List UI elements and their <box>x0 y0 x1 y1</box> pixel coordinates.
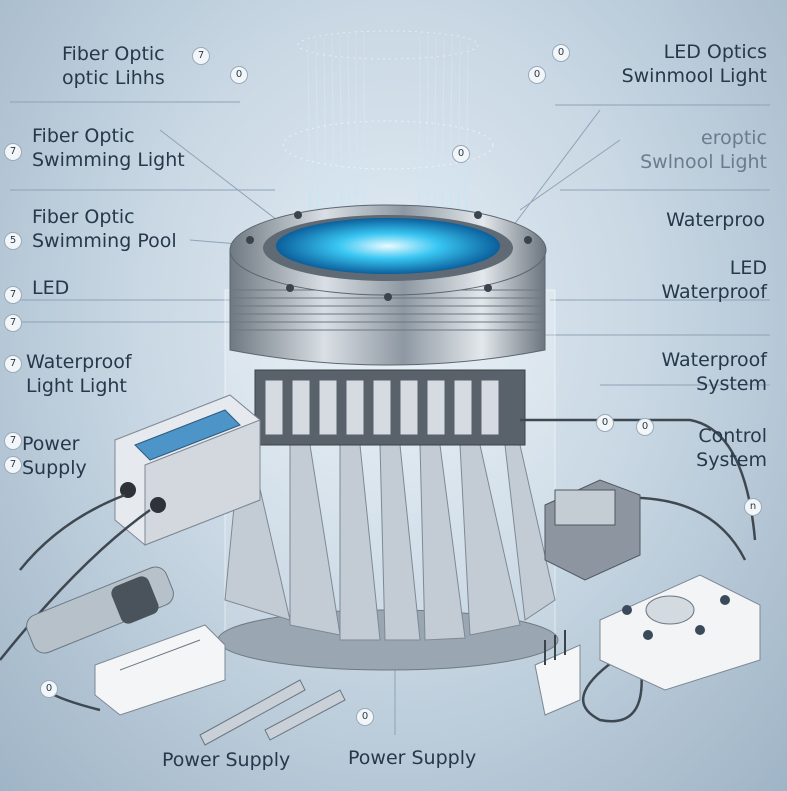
marker-10: 7 <box>4 432 22 450</box>
fiber-tips-ring <box>282 120 494 170</box>
label-left-3-line1: Fiber Optic <box>32 206 135 228</box>
label-right-5: Waterproof System <box>661 348 767 396</box>
leader-lines <box>10 101 770 735</box>
marker-14: 0 <box>636 418 654 436</box>
marker-7: 7 <box>4 286 22 304</box>
label-right-4-line2: Waterproof <box>661 281 767 303</box>
marker-12: 0 <box>452 145 470 163</box>
label-left-2-line1: Fiber Optic <box>32 125 135 147</box>
marker-11: 7 <box>4 456 22 474</box>
control-panel <box>599 574 761 691</box>
label-bottom-2: Power Supply <box>348 747 477 769</box>
led-lens <box>276 218 500 274</box>
label-right-3-line1: Waterproo <box>666 209 765 231</box>
label-right-4-line1: LED <box>729 257 767 279</box>
label-right-4: LED Waterproof <box>661 256 767 304</box>
label-right-5-line1: Waterproof <box>661 349 767 371</box>
label-left-5: Waterproof Light Light <box>26 350 132 398</box>
label-right-5-line2: System <box>696 373 767 395</box>
label-right-1-line1: LED Optics <box>663 41 767 63</box>
marker-16: n <box>744 498 762 516</box>
label-left-5-line1: Waterproof <box>26 351 132 373</box>
cable-connector <box>26 566 174 654</box>
marker-4: 0 <box>528 66 546 84</box>
fiber-tips-top <box>297 30 479 60</box>
label-right-1-line2: Swinmool Light <box>621 65 767 87</box>
label-left-6-line1: Power <box>22 433 80 455</box>
label-right-2: eroptic Swlnool Light <box>640 126 767 174</box>
led-driver <box>94 624 226 716</box>
power-supply-box <box>114 394 261 546</box>
marker-9: 7 <box>4 355 22 373</box>
label-left-3-line2: Swimming Pool <box>32 230 177 252</box>
label-right-6-line1: Control <box>698 425 767 447</box>
label-left-1-line2: optic Lihhs <box>62 67 165 89</box>
marker-8: 7 <box>4 314 22 332</box>
label-right-6: Control System <box>696 424 767 472</box>
label-left-4: LED <box>32 276 69 300</box>
marker-13: 0 <box>596 414 614 432</box>
label-left-1: Fiber Optic optic Lihhs <box>62 42 165 90</box>
marker-15: 0 <box>40 680 58 698</box>
label-left-5-line2: Light Light <box>26 375 127 397</box>
label-right-3: Waterproo <box>666 208 765 232</box>
label-right-2-line2: Swlnool Light <box>640 151 767 173</box>
label-left-2-line2: Swimming Light <box>32 149 185 171</box>
label-bottom-1: Power Supply <box>162 749 291 771</box>
probes <box>199 679 346 746</box>
label-left-1-line1: Fiber Optic <box>62 43 165 65</box>
marker-5: 7 <box>4 143 22 161</box>
label-left-6-line2: Supply <box>22 457 87 479</box>
label-right-6-line2: System <box>696 449 767 471</box>
marker-6: 5 <box>4 232 22 250</box>
label-right-2-line1: eroptic <box>701 127 767 149</box>
label-left-2: Fiber Optic Swimming Light <box>32 124 185 172</box>
connectors <box>264 379 500 436</box>
label-left-6: Power Supply <box>22 432 87 480</box>
power-plug <box>534 630 581 716</box>
fiber-light-rays <box>299 31 477 237</box>
flange-screws <box>246 211 532 301</box>
marker-1: 7 <box>192 47 210 65</box>
label-left-3: Fiber Optic Swimming Pool <box>32 205 177 253</box>
marker-17: 0 <box>356 708 374 726</box>
label-right-1: LED Optics Swinmool Light <box>622 40 767 88</box>
label-left-4-line1: LED <box>32 277 70 299</box>
control-module <box>544 479 641 581</box>
marker-3: 0 <box>552 44 570 62</box>
marker-2: 0 <box>230 66 248 84</box>
